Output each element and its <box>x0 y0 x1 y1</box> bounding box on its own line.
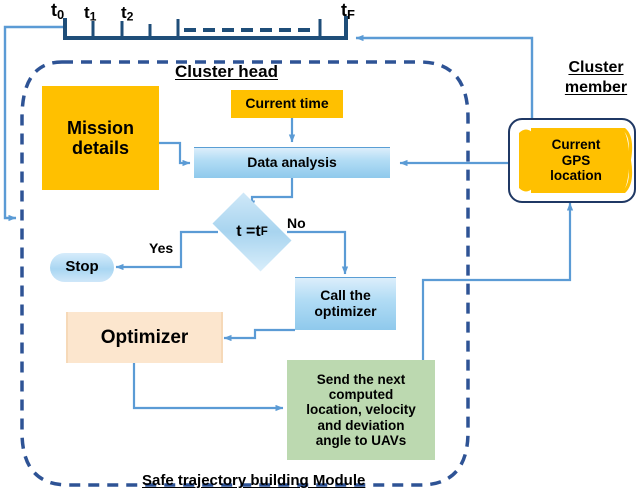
node-call-the-optimizer[interactable]: Call the optimizer <box>295 277 396 330</box>
data-analysis-label: Data analysis <box>247 154 337 171</box>
node-current-time[interactable]: Current time <box>231 90 343 118</box>
node-send-next-computed[interactable]: Send the next computed location, velocit… <box>287 360 435 460</box>
edge-label-no: No <box>287 215 306 231</box>
gps-line3: location <box>550 168 602 184</box>
module-title: Safe trajectory building Module <box>142 472 366 489</box>
node-current-gps-location[interactable]: Current GPS location <box>519 128 633 193</box>
send-next-line2: computed <box>328 387 394 403</box>
send-next-line5: angle to UAVs <box>315 432 407 448</box>
gps-line2: GPS <box>561 152 591 168</box>
module-boundary <box>20 60 470 487</box>
edge-gps-to-data-analysis <box>399 150 514 167</box>
edge-label-yes: Yes <box>149 240 174 256</box>
gps-wave-shape <box>519 128 633 193</box>
node-mission-details[interactable]: Mission details <box>42 86 159 190</box>
edge-call-optimizer-to-optimizer <box>223 328 295 342</box>
cluster-head-title: Cluster head <box>175 62 278 81</box>
edge-send-next-to-gps <box>421 202 574 377</box>
edge-module-to-timeline-right <box>355 34 534 133</box>
timeline-tick-label-t2: t2 <box>121 3 134 24</box>
timeline-tick-label-tF: tF <box>341 0 355 22</box>
edge-mission-to-data-analysis <box>159 141 191 167</box>
cluster-member-title-line1: Cluster member <box>564 59 628 96</box>
gps-line1: Current <box>551 137 601 153</box>
edge-optimizer-to-send-next <box>132 363 284 412</box>
edge-timeline-to-module-left <box>3 25 63 222</box>
call-optimizer-line1: Call the <box>320 287 371 304</box>
timeline-axis <box>63 16 348 40</box>
timeline-tick-label-t1: t1 <box>84 3 97 24</box>
node-data-analysis[interactable]: Data analysis <box>194 147 390 178</box>
optimizer-label: Optimizer <box>100 326 189 348</box>
stop-label: Stop <box>65 258 99 276</box>
edge-decision-no-to-call-optimizer <box>287 230 349 275</box>
mission-details-line1: Mission <box>66 117 134 138</box>
mission-details-line2: details <box>71 138 130 158</box>
current-time-label: Current time <box>245 95 329 112</box>
timeline-tick-label-t0: t0 <box>51 0 65 22</box>
call-optimizer-line2: optimizer <box>314 303 377 319</box>
send-next-line3: location, velocity <box>306 402 416 418</box>
node-optimizer[interactable]: Optimizer <box>66 312 223 363</box>
edge-decision-yes-to-stop <box>115 230 218 271</box>
send-next-line1: Send the next <box>316 372 406 388</box>
send-next-line4: and deviation <box>317 417 405 433</box>
node-stop[interactable]: Stop <box>50 253 114 282</box>
